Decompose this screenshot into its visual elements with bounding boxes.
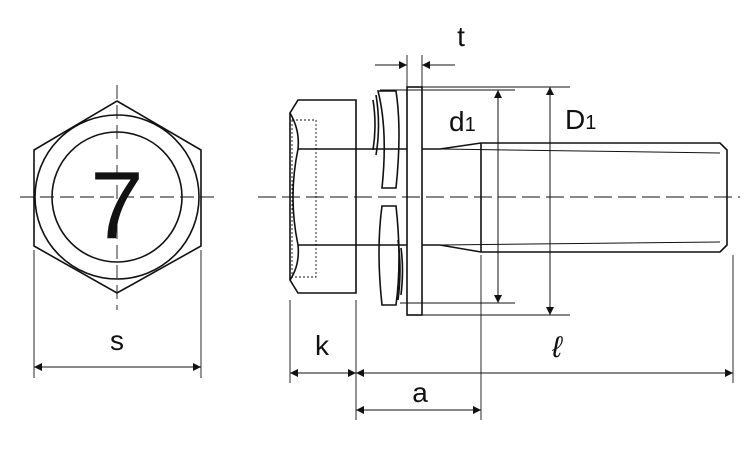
bolt-head-side [289,99,357,294]
label-t: t [457,21,465,52]
label-D1-sub: 1 [585,112,596,134]
spring-washer [372,90,404,306]
label-D1: D1 [565,104,596,135]
bolt-shank [258,142,740,253]
hex-head-top-view [20,85,220,310]
label-D1-main: D [565,104,585,135]
label-s: s [110,325,124,356]
label-a: a [412,377,428,408]
flat-washer [406,86,423,316]
label-d1-main: d [449,106,465,137]
head-marking: 7 [90,152,143,259]
label-length: ℓ [551,331,563,364]
label-d1: d1 [449,106,476,137]
label-k: k [315,330,330,361]
extension-lines [33,55,734,420]
label-d1-sub: 1 [465,114,476,136]
dimension-lines [34,61,733,414]
